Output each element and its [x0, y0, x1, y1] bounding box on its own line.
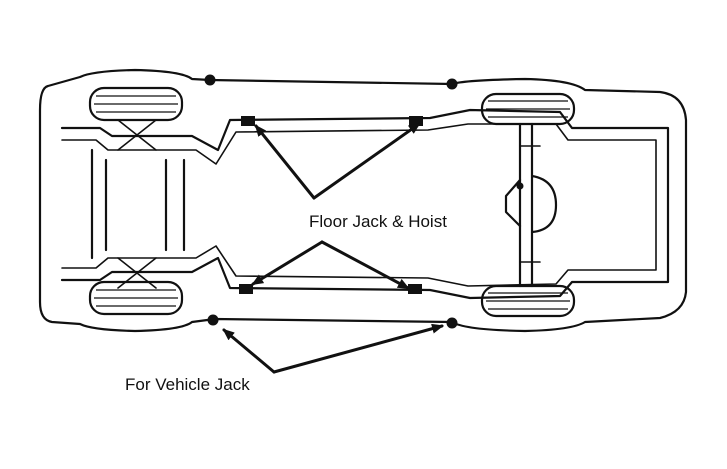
- lift-pad-rear-left: [409, 116, 423, 126]
- floor-jack-lift-points: [239, 116, 423, 294]
- vehicle-jack-points: [204, 74, 458, 329]
- rear-right-tire: [480, 284, 576, 318]
- lift-pad-rear-right: [408, 284, 422, 294]
- front-right-tire: [88, 280, 184, 316]
- jack-point-front-right: [207, 314, 219, 326]
- vehicle-jack-label: For Vehicle Jack: [125, 375, 250, 394]
- jack-point-rear-left: [446, 78, 458, 90]
- lift-pad-front-left: [241, 116, 255, 126]
- jack-point-rear-right: [446, 317, 458, 329]
- floor-jack-arrows: [251, 122, 421, 290]
- floor-jack-hoist-label: Floor Jack & Hoist: [309, 212, 447, 231]
- frame-rails: [60, 108, 670, 300]
- lift-pad-front-right: [239, 284, 253, 294]
- jack-point-front-left: [204, 74, 216, 86]
- vehicle-jack-arrows: [222, 323, 444, 374]
- front-left-tire: [88, 86, 184, 122]
- rear-left-tire: [480, 92, 576, 126]
